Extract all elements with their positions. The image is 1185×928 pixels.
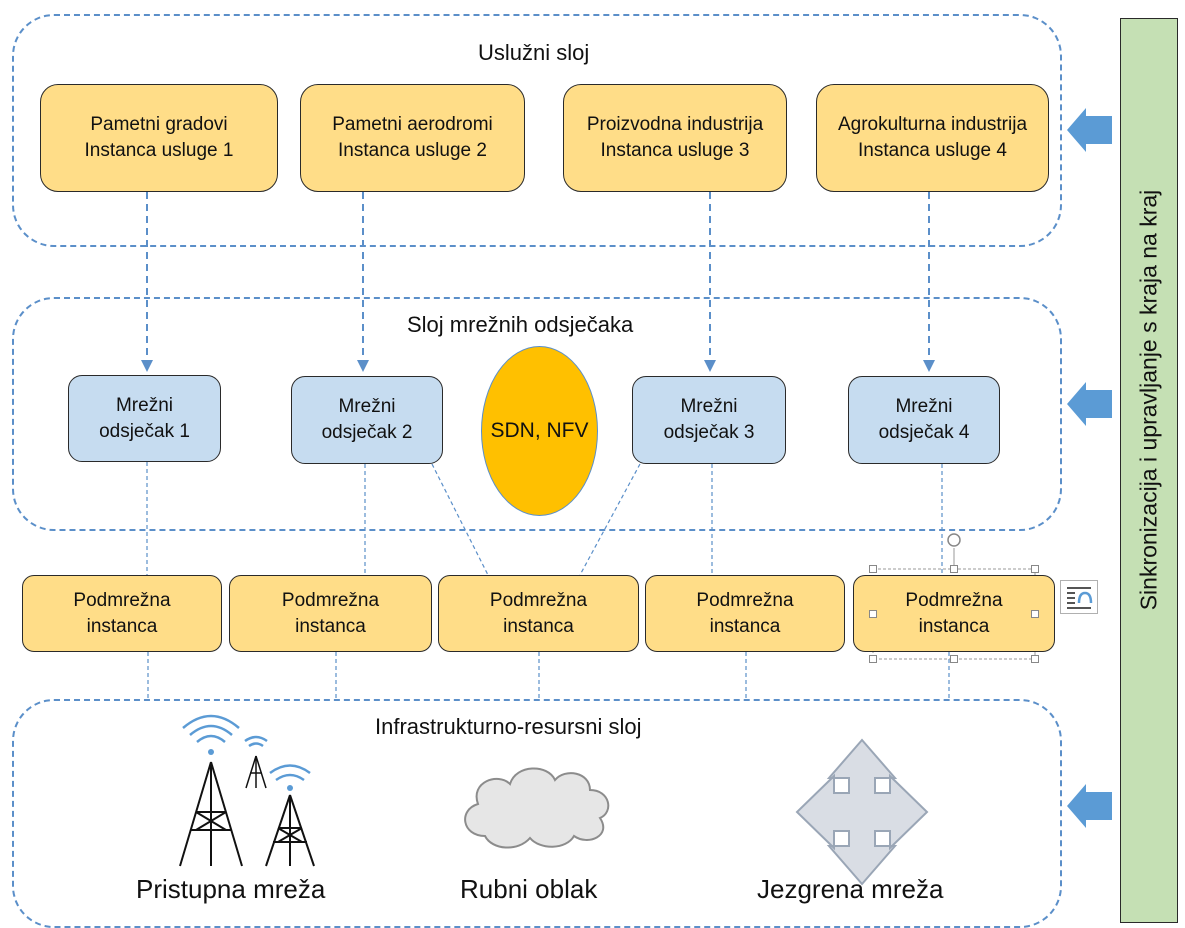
resize-handle[interactable] <box>869 565 877 573</box>
arrowhead-icon <box>923 360 935 372</box>
edge-cloud-label: Rubni oblak <box>460 874 598 904</box>
left-arrow-icon <box>1067 784 1112 828</box>
service-name: Pametni aerodromi <box>332 114 493 136</box>
core-network-label: Jezgrena mreža <box>757 874 944 904</box>
sync-management-bar[interactable] <box>1120 18 1178 923</box>
subnet-label-2: instanca <box>86 615 158 637</box>
access-network-label: Pristupna mreža <box>136 874 326 904</box>
layout-options-button[interactable] <box>1060 580 1098 614</box>
arrowhead-icon <box>141 360 153 372</box>
subnet-label-2: instanca <box>709 615 781 637</box>
subnet-instance-4[interactable]: Podmrežna instanca <box>645 575 845 652</box>
layout-options-icon <box>1067 587 1093 609</box>
infra-layer <box>12 699 1062 928</box>
service-layer <box>12 14 1062 247</box>
subnet-instance-1[interactable]: Podmrežna instanca <box>22 575 222 652</box>
radio-tower-icon <box>179 761 243 867</box>
radio-tower-icon <box>265 794 315 867</box>
service-instance-3[interactable]: Proizvodna industrija Instanca usluge 3 <box>563 84 787 192</box>
sdn-nfv-label: SDN, NFV <box>490 419 589 442</box>
resize-handle[interactable] <box>950 655 958 663</box>
wifi-signal-icon <box>182 714 311 782</box>
slice-label: Mrežni <box>115 394 173 416</box>
subnet-label: Podmrežna <box>281 589 380 611</box>
service-instance-1[interactable]: Pametni gradovi Instanca usluge 1 <box>40 84 278 192</box>
resize-handle[interactable] <box>869 610 877 618</box>
service-instance-label: Instanca usluge 1 <box>84 140 234 161</box>
subnet-label: Podmrežna <box>696 589 794 611</box>
radio-tower-icon <box>245 755 267 789</box>
service-instance-2[interactable]: Pametni aerodromi Instanca usluge 2 <box>300 84 525 192</box>
service-layer-title: Uslužni sloj <box>478 40 590 65</box>
network-slice-3[interactable]: Mrežni odsječak 3 <box>632 376 786 464</box>
slice-number: odsječak 1 <box>99 420 190 442</box>
network-slice-1[interactable]: Mrežni odsječak 1 <box>68 375 221 462</box>
slice-number: odsječak 2 <box>321 422 413 443</box>
arrowhead-icon <box>704 360 716 372</box>
slice-label: Mrežni <box>895 396 953 418</box>
rotate-handle-icon[interactable] <box>947 533 961 547</box>
sdn-nfv-ellipse[interactable]: SDN, NFV <box>481 346 598 516</box>
resize-handle[interactable] <box>950 565 958 573</box>
slice-number: odsječak 4 <box>878 422 970 443</box>
slice-layer <box>12 297 1062 531</box>
network-slice-2[interactable]: Mrežni odsječak 2 <box>291 376 443 464</box>
service-name: Proizvodna industrija <box>586 114 764 136</box>
slice-to-subnet-connector <box>579 463 641 576</box>
service-name: Pametni gradovi <box>90 114 228 136</box>
service-instance-label: Instanca usluge 3 <box>600 140 750 161</box>
infra-layer-title: Infrastrukturno-resursni sloj <box>375 714 642 739</box>
cloud-icon <box>464 767 610 849</box>
subnet-label-2: instanca <box>918 615 990 637</box>
subnet-label: Podmrežna <box>489 589 588 611</box>
subnet-instance-5[interactable]: Podmrežna instanca <box>853 575 1055 652</box>
slice-label: Mrežni <box>680 396 738 418</box>
resize-handle[interactable] <box>869 655 877 663</box>
subnet-instance-3[interactable]: Podmrežna instanca <box>438 575 639 652</box>
four-way-arrow-icon <box>795 738 929 886</box>
subnet-label-2: instanca <box>503 615 574 637</box>
left-arrow-icon <box>1067 108 1112 152</box>
subnet-label-2: instanca <box>295 615 366 637</box>
slice-layer-title: Sloj mrežnih odsječaka <box>407 312 634 337</box>
service-instance-label: Instanca usluge 4 <box>858 140 1007 161</box>
service-instance-label: Instanca usluge 2 <box>338 140 487 161</box>
slice-label: Mrežni <box>338 396 396 418</box>
resize-handle[interactable] <box>1031 565 1039 573</box>
subnet-instance-2[interactable]: Podmrežna instanca <box>229 575 432 652</box>
subnet-label: Podmrežna <box>73 589 171 611</box>
arrowhead-icon <box>357 360 369 372</box>
service-instance-4[interactable]: Agrokulturna industrija Instanca usluge … <box>816 84 1049 192</box>
slice-number: odsječak 3 <box>663 422 755 443</box>
resize-handle[interactable] <box>1031 610 1039 618</box>
service-name: Agrokulturna industrija <box>837 114 1028 136</box>
sync-management-label: Sinkronizacija i upravljanje s kraja na … <box>1135 189 1162 611</box>
subnet-label: Podmrežna <box>905 589 1003 611</box>
resize-handle[interactable] <box>1031 655 1039 663</box>
left-arrow-icon <box>1067 382 1112 426</box>
network-slice-4[interactable]: Mrežni odsječak 4 <box>848 376 1000 464</box>
